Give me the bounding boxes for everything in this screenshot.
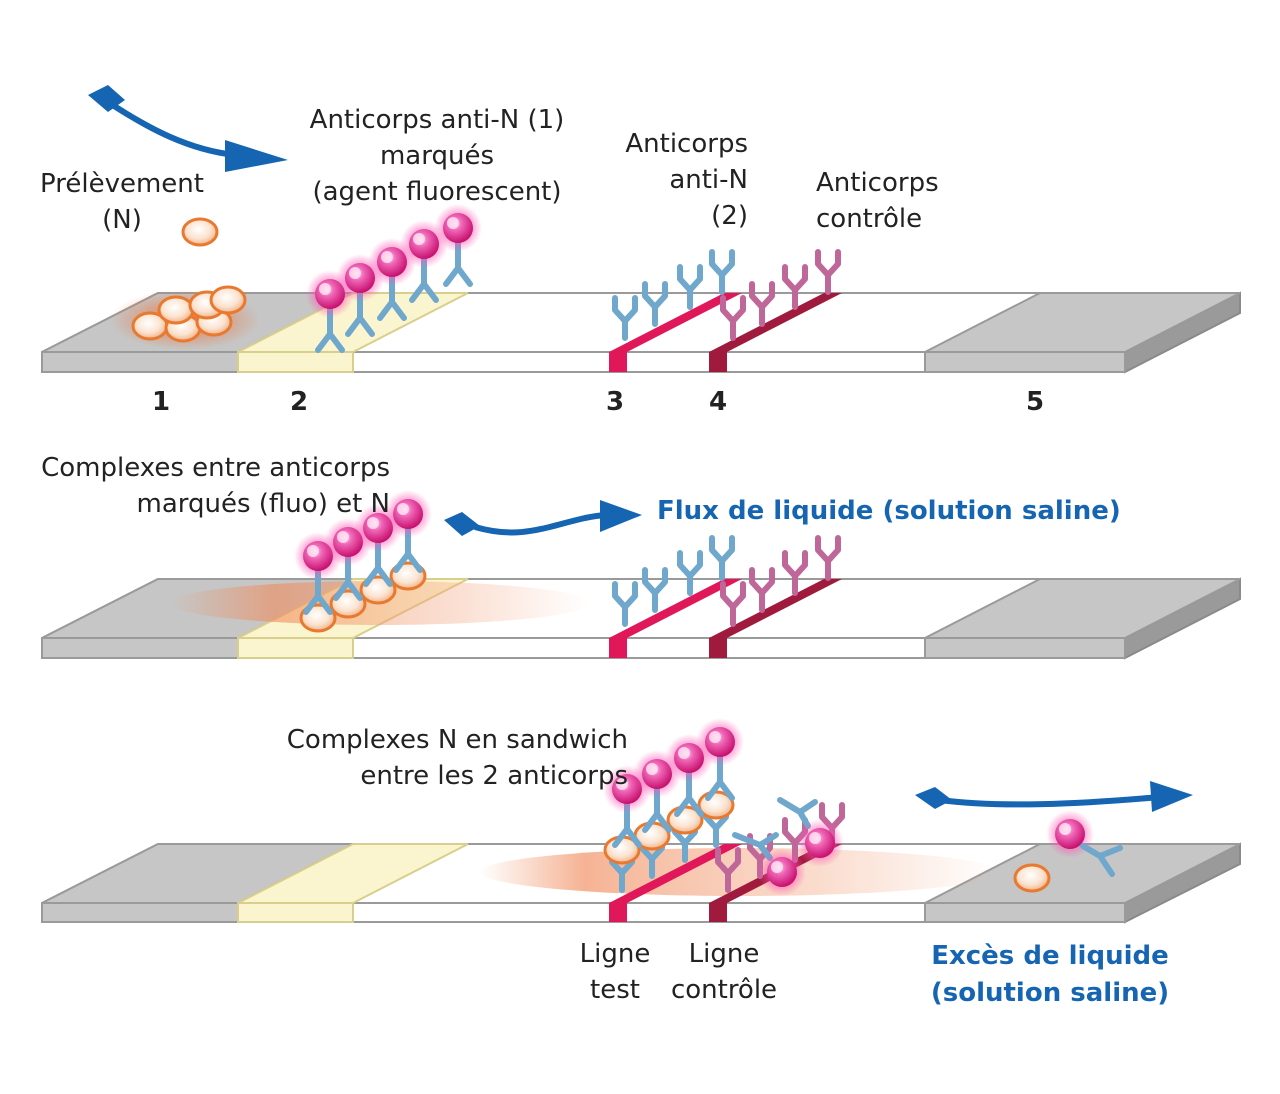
- test-line-label-line2: test: [590, 975, 640, 1005]
- sample-label: Prélèvement (N): [22, 166, 222, 238]
- zone-number-3: 3: [606, 387, 625, 417]
- labeled-antibody-label-line3: (agent fluorescent): [312, 177, 562, 207]
- capture-antibody: [712, 252, 732, 292]
- complex-antibody: [384, 490, 432, 570]
- sandwich-label-line1: Complexes N en sandwich: [286, 725, 628, 755]
- excess-arrow-head: [1150, 781, 1193, 812]
- complex-label: Complexes entre anticorps marqués (fluo)…: [20, 450, 390, 522]
- sample-arrow-tail: [88, 85, 125, 112]
- zone-number-1: 1: [152, 387, 171, 417]
- control-antibody-label: Anticorps contrôle: [816, 165, 939, 237]
- control-line-label-line1: Ligne: [688, 939, 760, 969]
- excess-antigen: [1013, 863, 1051, 893]
- antigen-particle: [209, 285, 247, 315]
- complex-label-line1: Complexes entre anticorps: [41, 453, 390, 483]
- labeled-antibody-label: Anticorps anti-N (1) marqués (agent fluo…: [292, 102, 582, 210]
- labeled-antibody: [434, 204, 482, 284]
- control-line-label-line2: contrôle: [670, 975, 778, 1005]
- excess-arrow: [939, 794, 1161, 808]
- control-line-label: Ligne contrôle: [660, 936, 788, 1008]
- sample-arrow-head: [225, 140, 288, 172]
- complex-label-line2: marqués (fluo) et N: [136, 489, 391, 519]
- strip-panel-2: [41, 490, 1241, 660]
- test-line: [609, 579, 742, 638]
- zone-number-5: 5: [1026, 387, 1045, 417]
- flow-arrow: [474, 512, 616, 536]
- sandwich-antibody: [696, 718, 744, 798]
- control-line: [709, 579, 842, 638]
- flow-arrow-head: [600, 500, 642, 532]
- control-antibody-label-line2: contrôle: [816, 204, 923, 234]
- antigen-particle: [157, 295, 195, 325]
- excess-arrow-tail: [915, 787, 952, 809]
- labeled-antibody-label-line1: Anticorps anti-N (1): [309, 105, 565, 135]
- excess-antibody: [1080, 843, 1123, 877]
- control-antibody: [818, 252, 838, 292]
- anti-n2-label: Anticorps anti-N (2): [600, 126, 748, 234]
- sample-label-line2: (N): [102, 205, 142, 235]
- strip-panel-3: [41, 718, 1241, 924]
- zone-number-2: 2: [290, 387, 309, 417]
- labeled-antibody-label-line2: marqués: [379, 141, 495, 171]
- strip-panel-1: [41, 85, 1241, 374]
- anti-n2-label-line3: (2): [711, 201, 748, 231]
- zone-number-4: 4: [709, 387, 728, 417]
- control-antibody: [818, 538, 838, 578]
- bound-bead: [796, 819, 844, 867]
- test-line-label-line1: Ligne: [579, 939, 651, 969]
- test-line: [609, 844, 742, 903]
- capture-antibody: [712, 538, 732, 578]
- sandwich-label-line2: entre les 2 anticorps: [360, 761, 628, 791]
- sample-label-line1: Prélèvement: [40, 169, 204, 199]
- anti-n2-label-line1: Anticorps: [625, 129, 748, 159]
- anti-n2-label-line2: anti-N: [669, 165, 748, 195]
- sandwich-label: Complexes N en sandwich entre les 2 anti…: [270, 722, 628, 794]
- bound-bead: [758, 848, 806, 896]
- test-line: [609, 293, 742, 352]
- excess-label-line1: Excès de liquide: [931, 941, 1169, 971]
- flow-arrow-tail: [444, 512, 480, 536]
- test-line-label: Ligne test: [565, 936, 665, 1008]
- excess-label: Excès de liquide (solution saline): [920, 938, 1180, 1012]
- sample-arrow: [103, 97, 236, 158]
- control-line: [709, 293, 842, 352]
- flow-label: Flux de liquide (solution saline): [657, 496, 1121, 526]
- excess-label-line2: (solution saline): [930, 978, 1170, 1008]
- control-antibody-label-line1: Anticorps: [816, 168, 939, 198]
